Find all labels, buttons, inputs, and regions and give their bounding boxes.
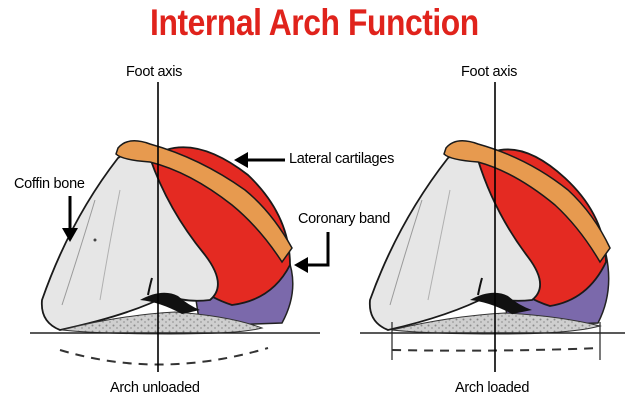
arrow-lateral-cartilages [234, 152, 285, 168]
arch-curve-loaded [392, 348, 600, 351]
hoof-unloaded [30, 82, 320, 372]
lateral-cartilages-label: Lateral cartilages [289, 151, 394, 167]
arch-curve-unloaded [60, 348, 268, 365]
arch-unloaded-label: Arch unloaded [110, 380, 200, 396]
arch-loaded-label: Arch loaded [455, 380, 529, 396]
coronary-band-label: Coronary band [298, 211, 390, 227]
arrow-coronary-band [294, 232, 328, 273]
foot-axis-label-left: Foot axis [126, 64, 182, 80]
coffin-bone-label: Coffin bone [14, 176, 85, 192]
hoof-loaded [360, 82, 625, 372]
foot-axis-label-right: Foot axis [461, 64, 517, 80]
